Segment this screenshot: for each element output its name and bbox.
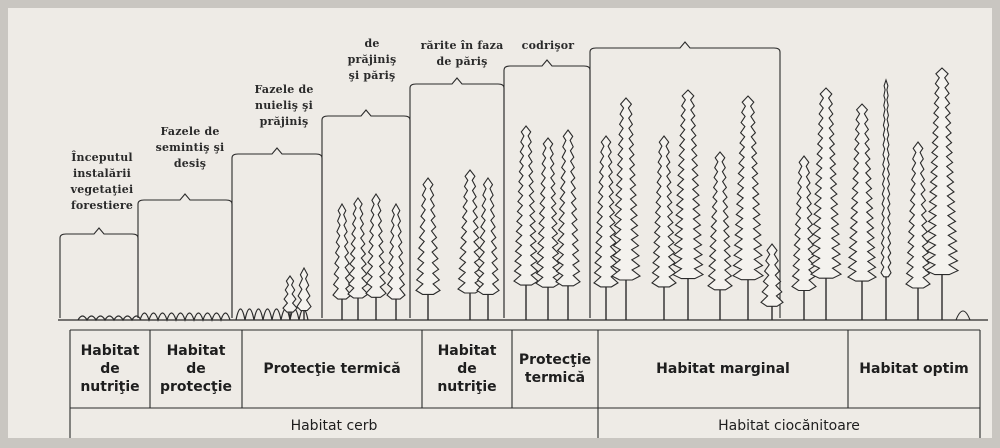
stage-label-4: de prăjiniş şi păriş — [347, 37, 397, 82]
conifer-tree-2 — [296, 266, 312, 312]
conifer-tree-1 — [282, 275, 298, 313]
stage-label-3: Fazele de nuieliş şi prăjiniş — [254, 83, 314, 128]
habitat-cell-4: Habitat de nutriţie — [437, 343, 497, 395]
conifer-tree-6 — [386, 202, 406, 300]
saplings-3 — [235, 308, 309, 321]
stage-label-2: Fazele de semintiş şi desiş — [155, 125, 225, 170]
conifer-tree-9 — [476, 177, 500, 295]
habitat-table: Habitat de nutriţie Habitat de protecţie… — [70, 330, 980, 448]
stage-bracket-7 — [589, 41, 781, 318]
shrub-right — [955, 310, 971, 321]
conifer-tree-16 — [671, 89, 705, 280]
habitat-cell-2: Habitat de protecţie — [159, 343, 233, 395]
stage-label-1: Începutul instalării vegetaţiei forestie… — [70, 151, 134, 212]
conifer-tree-23 — [880, 78, 892, 278]
seedlings-2 — [139, 312, 231, 322]
habitat-cell-1: Habitat de nutriţie — [80, 343, 140, 395]
habitat-deer: Habitat cerb — [290, 418, 378, 434]
conifer-tree-17 — [707, 151, 733, 291]
conifer-tree-7 — [415, 177, 441, 295]
habitat-cell-5: Protecţie termică — [518, 352, 592, 386]
seedlings-1 — [77, 315, 142, 322]
stage-bracket-1 — [59, 227, 139, 318]
conifer-tree-20 — [791, 155, 817, 292]
conifer-tree-4 — [347, 197, 369, 299]
stage-bracket-2 — [137, 193, 233, 318]
conifer-tree-24 — [905, 141, 931, 289]
conifer-tree-5 — [365, 192, 387, 298]
diagram-page: Începutul instalării vegetaţiei forestie… — [8, 8, 992, 438]
conifer-tree-12 — [555, 129, 581, 287]
conifer-tree-25 — [924, 67, 960, 276]
conifer-tree-18 — [731, 95, 765, 281]
forest-succession-drawing — [58, 41, 988, 438]
stage-label-5: rărite în faza de păriş — [420, 39, 504, 68]
habitat-cell-7: Habitat optim — [859, 361, 969, 377]
conifer-tree-14 — [610, 97, 642, 281]
conifer-tree-11 — [535, 137, 561, 288]
conifer-tree-22 — [846, 103, 878, 282]
conifer-tree-15 — [651, 135, 677, 288]
stage-label-6: codrişor — [521, 39, 575, 52]
habitat-cell-3: Protecţie termică — [263, 361, 401, 377]
conifer-tree-10 — [513, 125, 539, 286]
conifer-tree-21 — [809, 87, 843, 279]
conifer-tree-8 — [457, 169, 483, 294]
habitat-woodpecker: Habitat ciocănitoare — [718, 418, 860, 434]
habitat-cell-6: Habitat marginal — [656, 361, 790, 377]
conifer-tree-3 — [332, 202, 352, 300]
